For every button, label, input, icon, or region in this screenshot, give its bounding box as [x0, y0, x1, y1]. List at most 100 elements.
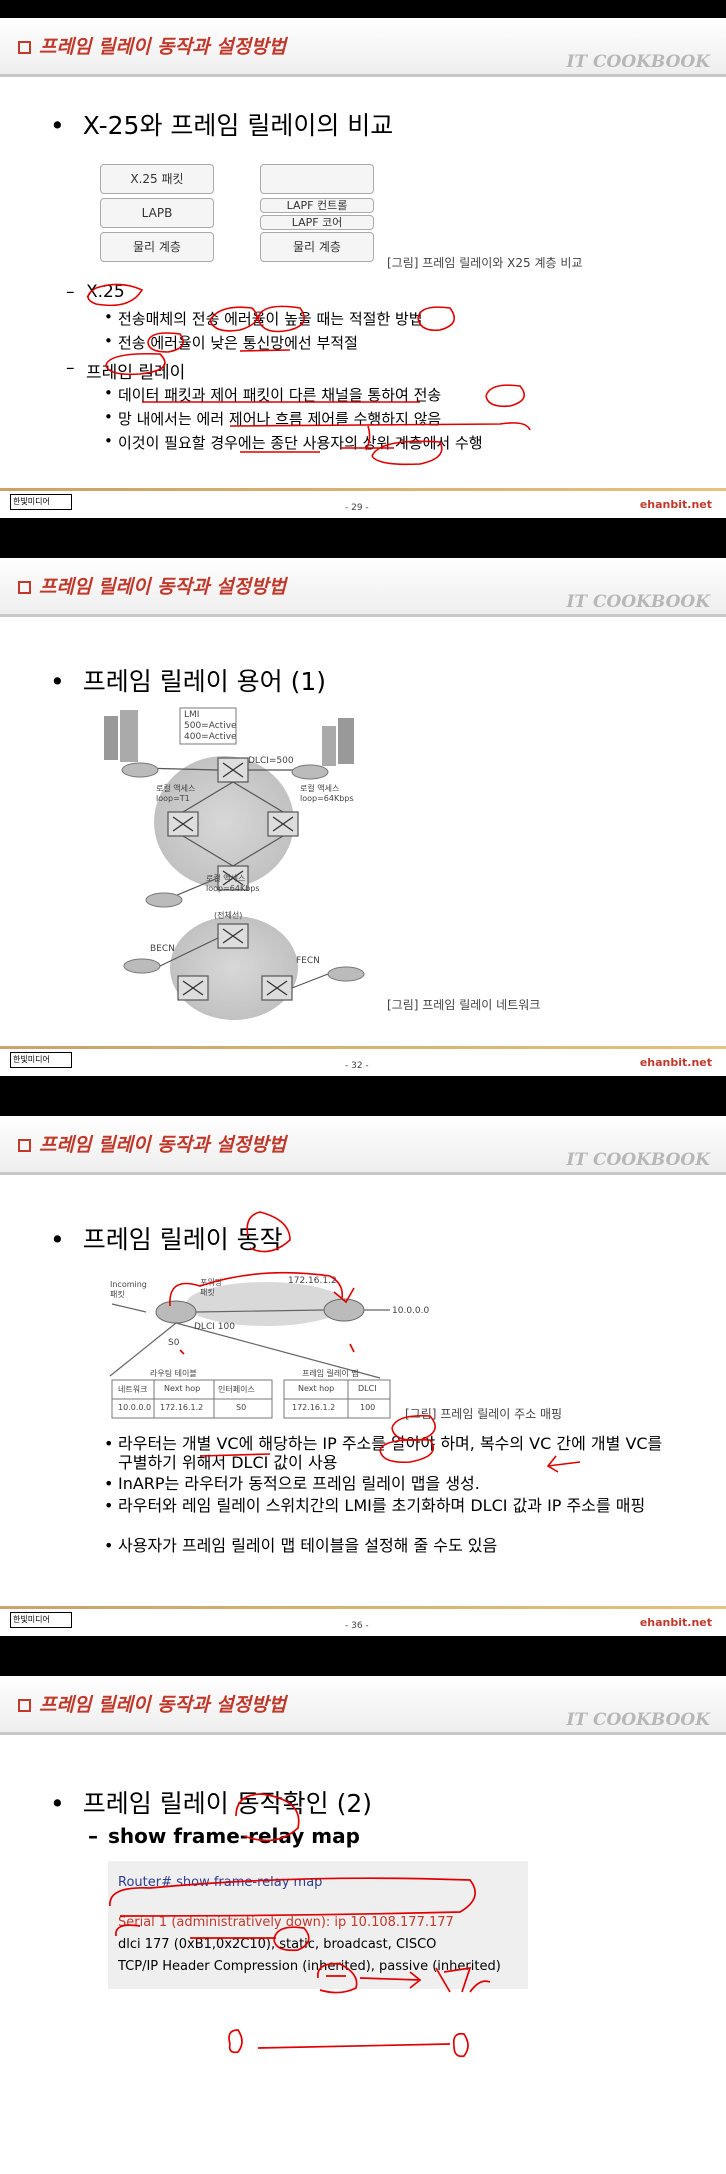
subheading: –show frame-relay map — [88, 1824, 360, 1848]
table-header: 인터페이스 — [218, 1385, 255, 1394]
stack-left-1: X.25 패킷 — [100, 164, 214, 194]
local-access-label: 로컬 액세스 loop=64Kbps — [300, 784, 354, 804]
lmi-label: LMI 500=Active 400=Active — [184, 710, 237, 743]
dlci-label: DLCI=500 — [248, 756, 294, 766]
header-divider — [0, 1732, 726, 1735]
footer-divider — [0, 1046, 726, 1049]
publisher-logo: 한빛미디어 — [10, 1612, 72, 1628]
code-line: Router# show frame-relay map — [118, 1875, 323, 1890]
list-item: 데이터 패킷과 제어 패킷이 다른 채널을 통하여 전송 — [104, 384, 441, 405]
slide-separator — [0, 1076, 726, 1116]
forwarding-label: 포워딩 패킷 — [200, 1278, 222, 1298]
lmi-title: LMI — [184, 710, 200, 720]
figure-caption: [그림] 프레임 릴레이와 X25 계층 비교 — [387, 256, 583, 270]
slide-4: 프레임 릴레이 동작과 설정방법 IT COOKBOOK •프레임 릴레이 동작… — [0, 1676, 726, 2174]
slide-title: 프레임 릴레이 동작과 설정방법 — [18, 32, 286, 59]
code-line: Serial 1 (administratively down): ip 10.… — [118, 1915, 454, 1930]
subheading-text: show frame-relay map — [108, 1824, 360, 1848]
router-icon — [145, 892, 183, 908]
footer-site: ehanbit.net — [639, 1616, 712, 1629]
brand-label: IT COOKBOOK — [566, 52, 710, 72]
list-item: InARP는 라우터가 동적으로 프레임 릴레이 맵을 생성. — [104, 1474, 678, 1493]
lmi-line: 400=Active — [184, 732, 237, 742]
fr-map-title: 프레임 릴레이 맵 — [302, 1369, 359, 1378]
slide-title: 프레임 릴레이 동작과 설정방법 — [18, 1690, 286, 1717]
becn-label: BECN — [150, 944, 175, 954]
switch-icon — [217, 923, 249, 949]
list-item: X.25 — [66, 282, 125, 302]
local-access-text: loop=64Kbps — [206, 884, 260, 893]
footer-divider — [0, 1606, 726, 1609]
table-cell: 172.16.1.2 — [160, 1403, 204, 1412]
table-cell: S0 — [236, 1403, 247, 1412]
incoming-label: Incoming 패킷 — [110, 1280, 147, 1300]
slide-title: 프레임 릴레이 동작과 설정방법 — [18, 572, 286, 599]
slide-header: 프레임 릴레이 동작과 설정방법 IT COOKBOOK — [0, 558, 726, 614]
network-diagram — [104, 707, 365, 1020]
next-hop-ip: 172.16.1.2 — [288, 1276, 337, 1286]
local-access-text: loop=64Kbps — [300, 794, 354, 803]
router-icon — [155, 1300, 197, 1324]
table-header: Next hop — [164, 1384, 201, 1393]
figure-caption: [그림] 프레임 릴레이 주소 매핑 — [405, 1407, 563, 1421]
address-mapping-diagram — [109, 1282, 391, 1419]
page-number: - 36 - — [345, 1621, 369, 1631]
brand-label: IT COOKBOOK — [566, 592, 710, 612]
forwarding-text: 포워딩 — [200, 1278, 223, 1287]
stack-left-2: LAPB — [100, 198, 214, 228]
table-header: 네트워크 — [118, 1385, 148, 1394]
list-item: 이것이 필요할 경우에는 종단 사용자의 상위 계층에서 수행 — [104, 432, 483, 453]
header-divider — [0, 614, 726, 617]
table-header: Next hop — [298, 1384, 335, 1393]
footer-divider — [0, 488, 726, 491]
router-icon — [121, 762, 159, 778]
square-bullet-icon — [18, 41, 31, 54]
footer-site: ehanbit.net — [639, 1056, 712, 1069]
slide-header: 프레임 릴레이 동작과 설정방법 IT COOKBOOK — [0, 18, 726, 74]
network-cloud — [154, 756, 294, 888]
switch-icon — [177, 975, 209, 1001]
publisher-logo: 한빛미디어 — [10, 494, 72, 510]
square-bullet-icon — [18, 1139, 31, 1152]
lmi-line: 500=Active — [184, 721, 237, 731]
lmi-box — [179, 707, 237, 745]
forwarding-text: 패킷 — [200, 1288, 215, 1297]
congestion-label: (전체선) — [214, 911, 243, 920]
stack-right-blank — [260, 164, 374, 194]
list-item: 라우터와 레임 릴레이 스위치간의 LMI를 초기화하며 DLCI 값과 IP … — [104, 1496, 678, 1515]
fecn-label: FECN — [296, 956, 320, 966]
interface-label: S0 — [168, 1338, 180, 1348]
router-icon — [291, 764, 329, 780]
header-divider — [0, 1172, 726, 1175]
local-access-text: 로컬 액세스 — [206, 874, 246, 883]
code-line: TCP/IP Header Compression (inherited), p… — [118, 1959, 501, 1974]
table-header: DLCI — [358, 1384, 377, 1393]
stack-right-2: LAPF 코어 — [260, 215, 374, 230]
slide-1: 프레임 릴레이 동작과 설정방법 IT COOKBOOK •X-25와 프레임 … — [0, 18, 726, 518]
local-access-text: loop=T1 — [156, 794, 190, 803]
local-access-text: 로컬 액세스 — [156, 784, 196, 793]
slide-2: 프레임 릴레이 동작과 설정방법 IT COOKBOOK •프레임 릴레이 용어… — [0, 558, 726, 1076]
page-number: - 29 - — [345, 503, 369, 513]
local-access-text: 로컬 액세스 — [300, 784, 340, 793]
router-icon — [323, 1298, 365, 1322]
server-icon — [104, 710, 138, 762]
stack-left-3: 물리 계층 — [100, 232, 214, 262]
list-item: 전송 에러율이 낮은 통신망에선 부적절 — [104, 332, 358, 353]
list-item: 프레임 릴레이 — [66, 358, 185, 383]
slide-title: 프레임 릴레이 동작과 설정방법 — [18, 1130, 286, 1157]
brand-label: IT COOKBOOK — [566, 1710, 710, 1730]
slide-header: 프레임 릴레이 동작과 설정방법 IT COOKBOOK — [0, 1676, 726, 1732]
destination-network: 10.0.0.0 — [392, 1306, 430, 1316]
slide-header: 프레임 릴레이 동작과 설정방법 IT COOKBOOK — [0, 1116, 726, 1172]
incoming-text: 패킷 — [110, 1290, 125, 1299]
server-icon — [322, 718, 354, 766]
dlci-label: DLCI 100 — [194, 1322, 235, 1332]
slide-heading: •X-25와 프레임 릴레이의 비교 — [50, 111, 394, 140]
slide-separator — [0, 518, 726, 558]
list-item: 망 내에서는 에러 제어나 흐름 제어를 수행하지 않음 — [104, 408, 441, 429]
brand-label: IT COOKBOOK — [566, 1150, 710, 1170]
list-item: 사용자가 프레임 릴레이 맵 테이블을 설정해 줄 수도 있음 — [104, 1536, 678, 1555]
top-black-bar — [0, 0, 726, 18]
square-bullet-icon — [18, 1699, 31, 1712]
